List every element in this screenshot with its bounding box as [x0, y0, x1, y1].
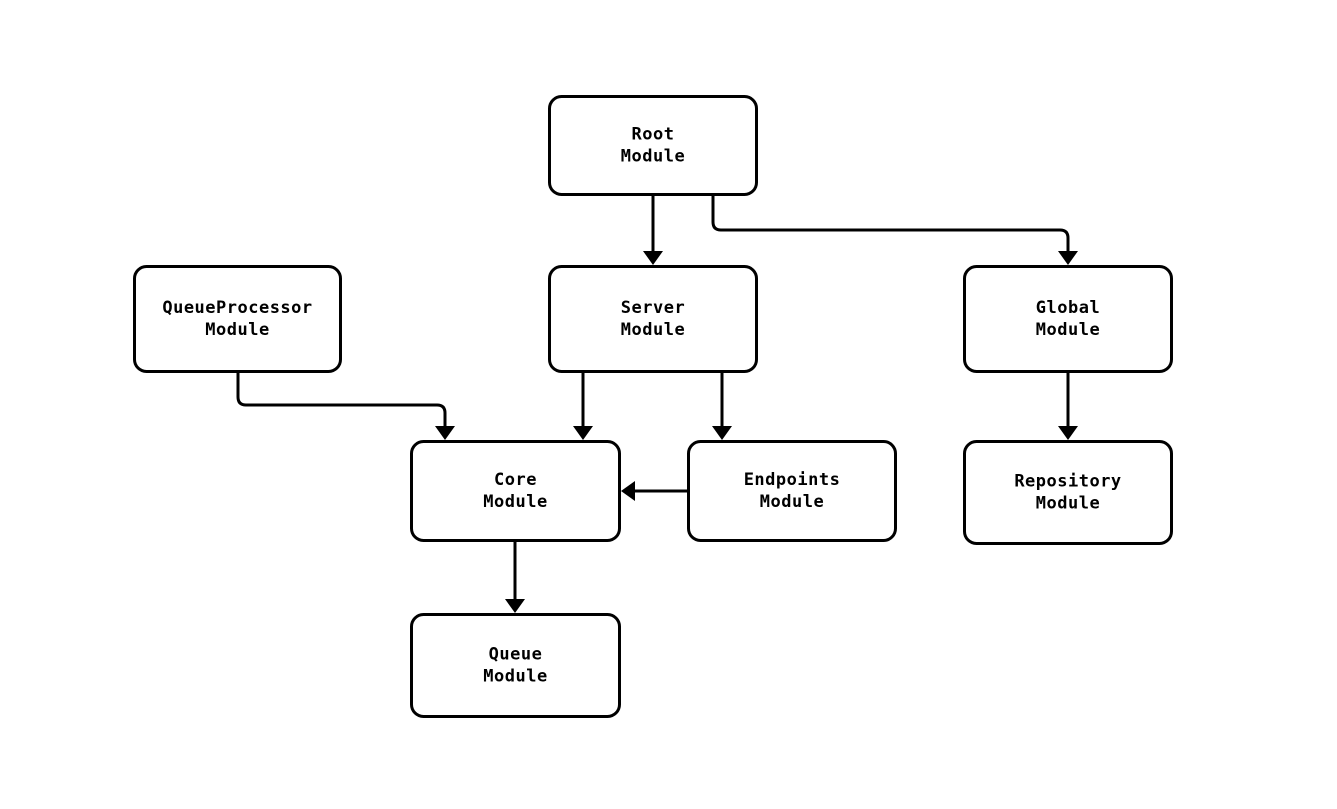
repository-module-box[interactable]	[963, 440, 1173, 545]
root-module-label-line2: Module	[621, 147, 685, 167]
server-module-label-line1: Server	[621, 298, 685, 318]
queue-module-box[interactable]	[410, 613, 621, 718]
edge-endpoints-to-core	[621, 481, 687, 501]
edge-server-to-core	[573, 373, 593, 440]
edge-server-to-endpoints-arrowhead-icon	[712, 426, 732, 440]
root-module-label-line1: Root	[632, 125, 675, 145]
edge-root-to-server	[643, 196, 663, 265]
edge-root-to-global-line	[711, 196, 1070, 251]
global-module-label-line2: Module	[1036, 320, 1100, 340]
edge-server-to-core-arrowhead-icon	[573, 426, 593, 440]
queue-module-label-line1: Queue	[489, 645, 543, 665]
edge-global-to-repository	[1058, 373, 1078, 440]
global-module-box[interactable]	[963, 265, 1173, 373]
server-module-box[interactable]	[548, 265, 758, 373]
queueprocessor-module-label-line1: QueueProcessor	[162, 298, 312, 318]
edge-root-to-global-arrowhead-icon	[1058, 251, 1078, 265]
edge-queueprocessor-to-core-arrowhead-icon	[435, 426, 455, 440]
core-module-label-line1: Core	[494, 470, 537, 490]
repository-module-label-line2: Module	[1036, 494, 1100, 514]
edge-server-to-endpoints	[712, 373, 732, 440]
edges-layer	[236, 196, 1078, 613]
edge-queueprocessor-to-core-line	[236, 373, 447, 426]
edge-endpoints-to-core-arrowhead-icon	[621, 481, 635, 501]
endpoints-module-label-line1: Endpoints	[744, 470, 841, 490]
edge-core-to-queue	[505, 542, 525, 613]
queueprocessor-module-box[interactable]	[133, 265, 342, 373]
queue-module-label-line2: Module	[483, 667, 547, 687]
edge-root-to-server-arrowhead-icon	[643, 251, 663, 265]
edge-core-to-queue-arrowhead-icon	[505, 599, 525, 613]
queueprocessor-module-label-line2: Module	[205, 320, 269, 340]
edge-global-to-repository-arrowhead-icon	[1058, 426, 1078, 440]
nodes-layer: RootModuleQueueProcessorModuleServerModu…	[133, 95, 1173, 718]
server-module-label-line2: Module	[621, 320, 685, 340]
edge-queueprocessor-to-core	[236, 373, 455, 440]
global-module-label-line1: Global	[1036, 298, 1100, 318]
core-module-label-line2: Module	[483, 492, 547, 512]
core-module-box[interactable]	[410, 440, 621, 542]
endpoints-module-label-line2: Module	[760, 492, 824, 512]
edge-root-to-global	[711, 196, 1078, 265]
endpoints-module-box[interactable]	[687, 440, 897, 542]
root-module-box[interactable]	[548, 95, 758, 196]
repository-module-label-line1: Repository	[1014, 472, 1121, 492]
